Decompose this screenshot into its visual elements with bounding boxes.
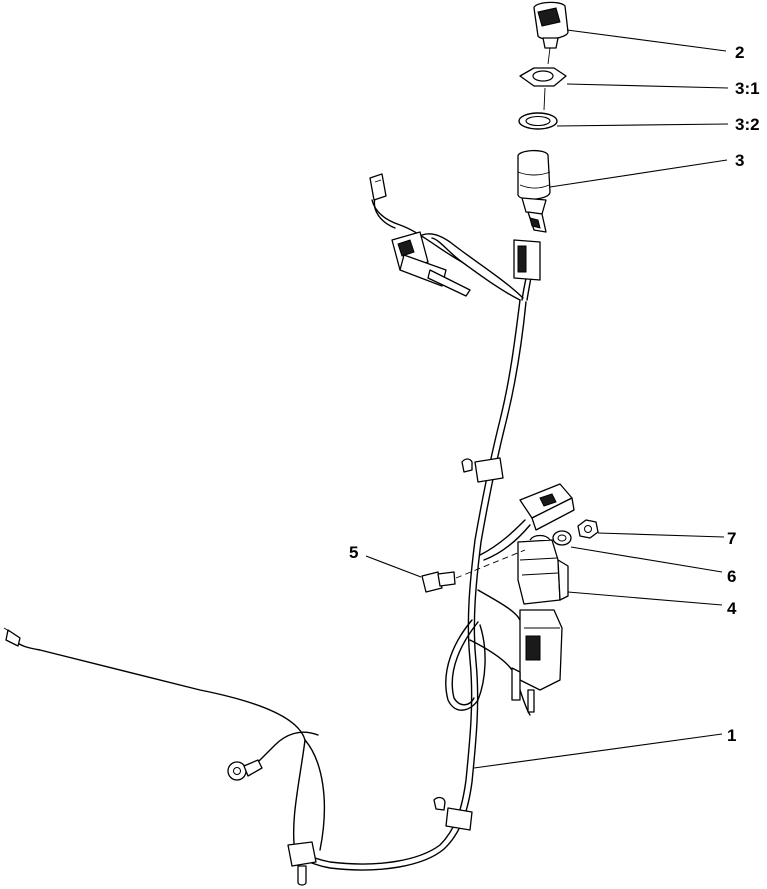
callout-6: 6 [727, 567, 736, 586]
hex-nut [577, 519, 599, 539]
callout-3-1: 3:1 [735, 79, 760, 98]
relay-connector-assembly [511, 483, 575, 713]
ignition-switch [517, 149, 551, 233]
leader-7 [597, 532, 725, 538]
leader-3 [549, 159, 728, 188]
wire-harness [3, 173, 541, 886]
callout-1: 1 [727, 726, 736, 745]
callout-5: 5 [349, 543, 358, 562]
bolt [421, 549, 526, 593]
callout-4: 4 [727, 599, 737, 618]
callout-2: 2 [735, 43, 744, 62]
switch-washer [518, 112, 558, 130]
leader-3-1 [566, 83, 729, 89]
leader-6 [570, 546, 723, 573]
leader-1 [473, 733, 723, 769]
flat-washer [552, 530, 572, 546]
leader-3-2 [556, 123, 729, 127]
callout-3-2: 3:2 [735, 115, 760, 134]
switch-nut [519, 67, 567, 111]
leader-5 [365, 555, 422, 578]
leader-2 [566, 29, 727, 52]
leader-4 [567, 591, 723, 606]
leader-lines [365, 29, 729, 769]
callout-labels: 2 3:1 3:2 3 7 5 6 4 1 [349, 43, 760, 745]
callout-7: 7 [727, 529, 736, 548]
callout-3: 3 [735, 151, 744, 170]
ignition-key [533, 1, 569, 65]
